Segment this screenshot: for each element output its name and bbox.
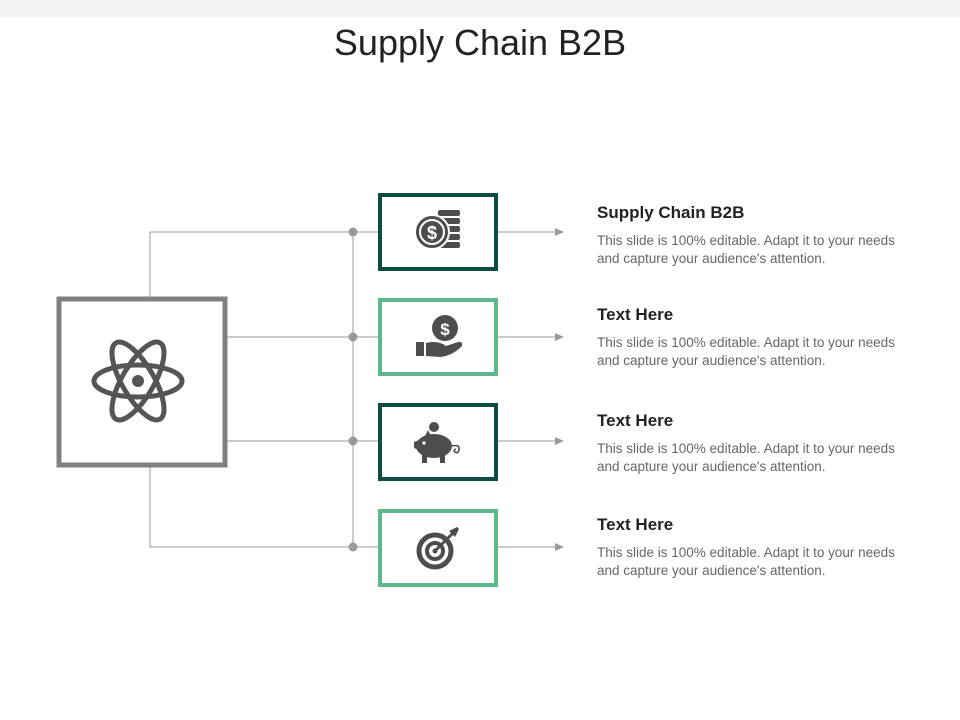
list-item: Text Here This slide is 100% editable. A… — [597, 515, 917, 580]
arrow-4 — [498, 543, 564, 551]
item-heading: Text Here — [597, 515, 674, 534]
slide-title: Supply Chain B2B — [333, 22, 627, 63]
item-heading: Text Here — [597, 411, 674, 430]
list-item: Supply Chain B2B This slide is 100% edit… — [597, 203, 917, 268]
top-bar — [0, 0, 960, 17]
arrows — [498, 228, 564, 551]
arrow-2 — [498, 333, 564, 341]
arrow-3 — [498, 437, 564, 445]
connector-dot-1 — [348, 227, 358, 237]
item-heading: Text Here — [597, 305, 674, 324]
connector-dot-2 — [348, 332, 358, 342]
item-description: This slide is 100% editable. Adapt it to… — [597, 441, 895, 474]
connector-dots — [348, 227, 358, 552]
target-icon — [416, 527, 459, 570]
hand-dollar-icon: $ — [416, 315, 463, 357]
atom-icon — [91, 339, 185, 423]
item-description: This slide is 100% editable. Adapt it to… — [597, 545, 895, 578]
arrow-1 — [498, 228, 564, 236]
item-heading: Supply Chain B2B — [597, 203, 745, 222]
svg-text:$: $ — [440, 320, 450, 339]
item-description: This slide is 100% editable. Adapt it to… — [597, 233, 895, 266]
piggy-bank-icon — [414, 422, 460, 463]
connector-1 — [149, 231, 378, 297]
connector-dot-4 — [348, 542, 358, 552]
connector-dot-3 — [348, 436, 358, 446]
connector-4 — [149, 466, 378, 548]
icon-box-4 — [378, 509, 498, 587]
item-description: This slide is 100% editable. Adapt it to… — [597, 335, 895, 368]
svg-text:$: $ — [427, 223, 437, 243]
coins-dollar-icon: $ — [414, 210, 460, 250]
list-item: Text Here This slide is 100% editable. A… — [597, 305, 917, 370]
list-item: Text Here This slide is 100% editable. A… — [597, 411, 917, 476]
